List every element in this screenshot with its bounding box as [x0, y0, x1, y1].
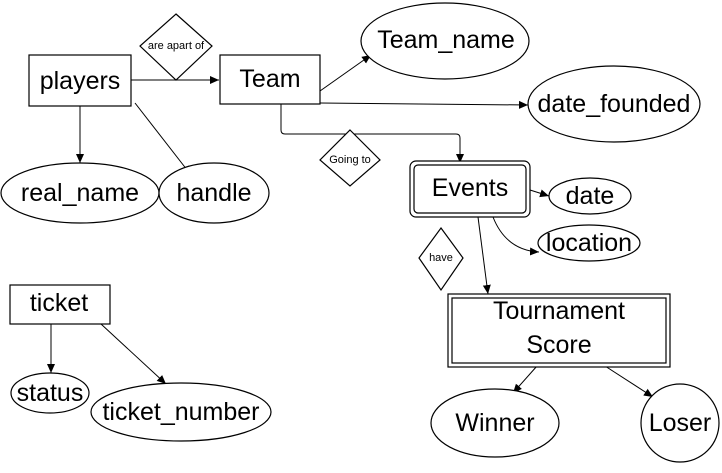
- entity-team-label: Team: [239, 65, 300, 93]
- entity-team: Team: [219, 54, 321, 105]
- entity-players-label: players: [40, 67, 121, 95]
- attribute-date-founded: date_founded: [527, 65, 701, 143]
- attribute-status: status: [10, 372, 90, 414]
- relationship-have-label: have: [429, 252, 453, 264]
- relationship-have: have: [418, 226, 464, 292]
- relationship-going-to: Going to: [319, 129, 381, 187]
- attribute-team-name-label: Team_name: [377, 26, 515, 54]
- edge-ticket-ticket-number: [100, 323, 167, 385]
- attribute-loser: Loser: [640, 383, 720, 463]
- attribute-real-name: real_name: [0, 162, 160, 224]
- attribute-team-name-ellipse: [360, 2, 530, 80]
- entity-events-inner-box: [413, 164, 527, 214]
- edge-events-tournament-score: [477, 216, 491, 295]
- attribute-loser-ellipse: [640, 383, 720, 463]
- relationship-have-diamond: [418, 226, 464, 292]
- relationship-going-to-label: Going to: [329, 154, 371, 166]
- edge-players-handle: [134, 102, 192, 176]
- entity-players: players: [28, 54, 132, 107]
- entity-players-box: [28, 54, 132, 107]
- entity-ticket-box: [9, 284, 111, 325]
- attribute-winner: Winner: [430, 388, 560, 458]
- attribute-location: location: [537, 224, 641, 262]
- edge-score-loser: [604, 365, 654, 398]
- attribute-date-ellipse: [548, 177, 632, 215]
- entity-tournament-score-inner-box: [451, 297, 667, 364]
- attribute-ticket-number-label: ticket_number: [102, 398, 259, 426]
- edge-team-date-founded: [319, 100, 529, 109]
- attribute-handle: handle: [158, 162, 270, 224]
- attribute-handle-ellipse: [158, 162, 270, 224]
- entity-tournament-score-label-line1: Tournament: [493, 297, 625, 325]
- relationship-going-to-diamond: [319, 129, 381, 187]
- entity-team-box: [219, 54, 321, 105]
- attribute-location-label: location: [546, 229, 632, 257]
- attribute-date: date: [548, 177, 632, 215]
- attribute-location-ellipse: [537, 224, 641, 262]
- attribute-date-label: date: [566, 182, 615, 210]
- entity-events-label: Events: [432, 174, 508, 202]
- edge-events-date: [529, 189, 550, 198]
- relationship-are-apart-of-diamond: [139, 13, 213, 81]
- attribute-loser-label: Loser: [649, 409, 712, 437]
- attribute-ticket-number: ticket_number: [90, 382, 272, 442]
- entity-events: Events: [409, 160, 531, 218]
- attribute-winner-label: Winner: [455, 409, 534, 437]
- attribute-date-founded-ellipse: [527, 65, 701, 143]
- attribute-winner-ellipse: [430, 388, 560, 458]
- attribute-ticket-number-ellipse: [90, 382, 272, 442]
- edge-team-events: [280, 104, 464, 163]
- edge-score-winner: [512, 365, 538, 394]
- relationship-are-apart-of-label: are apart of: [148, 40, 205, 52]
- attribute-status-label: status: [17, 379, 84, 407]
- attribute-real-name-label: real_name: [21, 179, 139, 207]
- edges: [47, 54, 654, 398]
- edge-events-location: [492, 216, 540, 256]
- entity-tournament-score: Tournament Score: [447, 293, 671, 368]
- attribute-team-name: Team_name: [360, 2, 530, 80]
- edge-team-team-name: [319, 54, 372, 92]
- attribute-handle-label: handle: [176, 179, 251, 207]
- relationship-are-apart-of: are apart of: [139, 13, 213, 81]
- entity-ticket-label: ticket: [30, 289, 88, 317]
- attribute-date-founded-label: date_founded: [538, 90, 691, 118]
- entity-tournament-score-label-line2: Score: [526, 331, 591, 359]
- attribute-status-ellipse: [10, 372, 90, 414]
- entity-ticket: ticket: [9, 284, 111, 325]
